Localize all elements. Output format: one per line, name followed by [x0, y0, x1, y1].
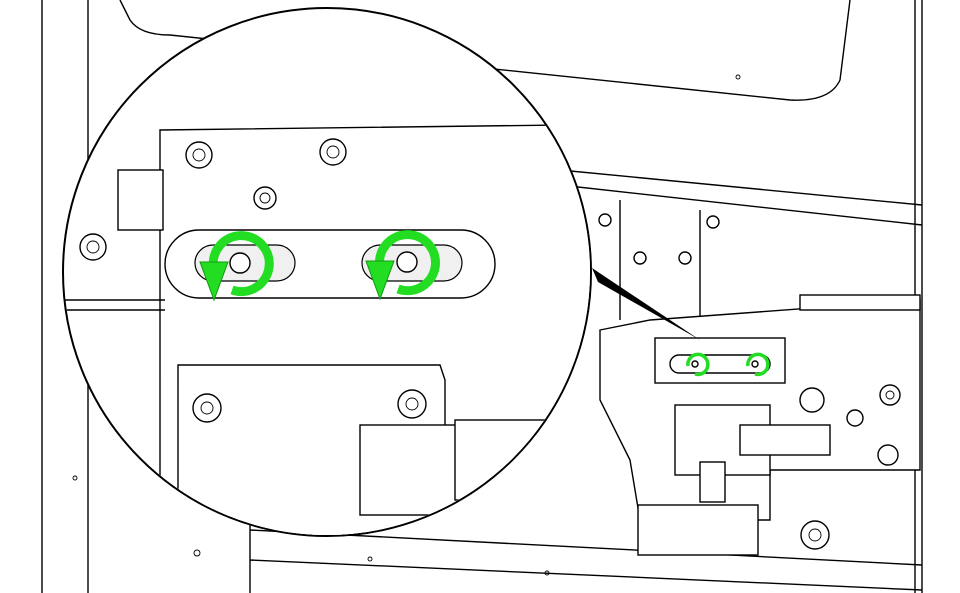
screw-icon	[229, 252, 251, 274]
rotate-arrow-small-icon	[686, 352, 770, 377]
printhead-assembly	[537, 213, 921, 556]
magnifier-callout	[62, 7, 592, 537]
rotate-arrowhead-icon	[199, 260, 395, 302]
callout-lines	[592, 268, 700, 340]
rotate-arrow-icon	[208, 230, 440, 297]
screw-icon	[396, 251, 418, 273]
